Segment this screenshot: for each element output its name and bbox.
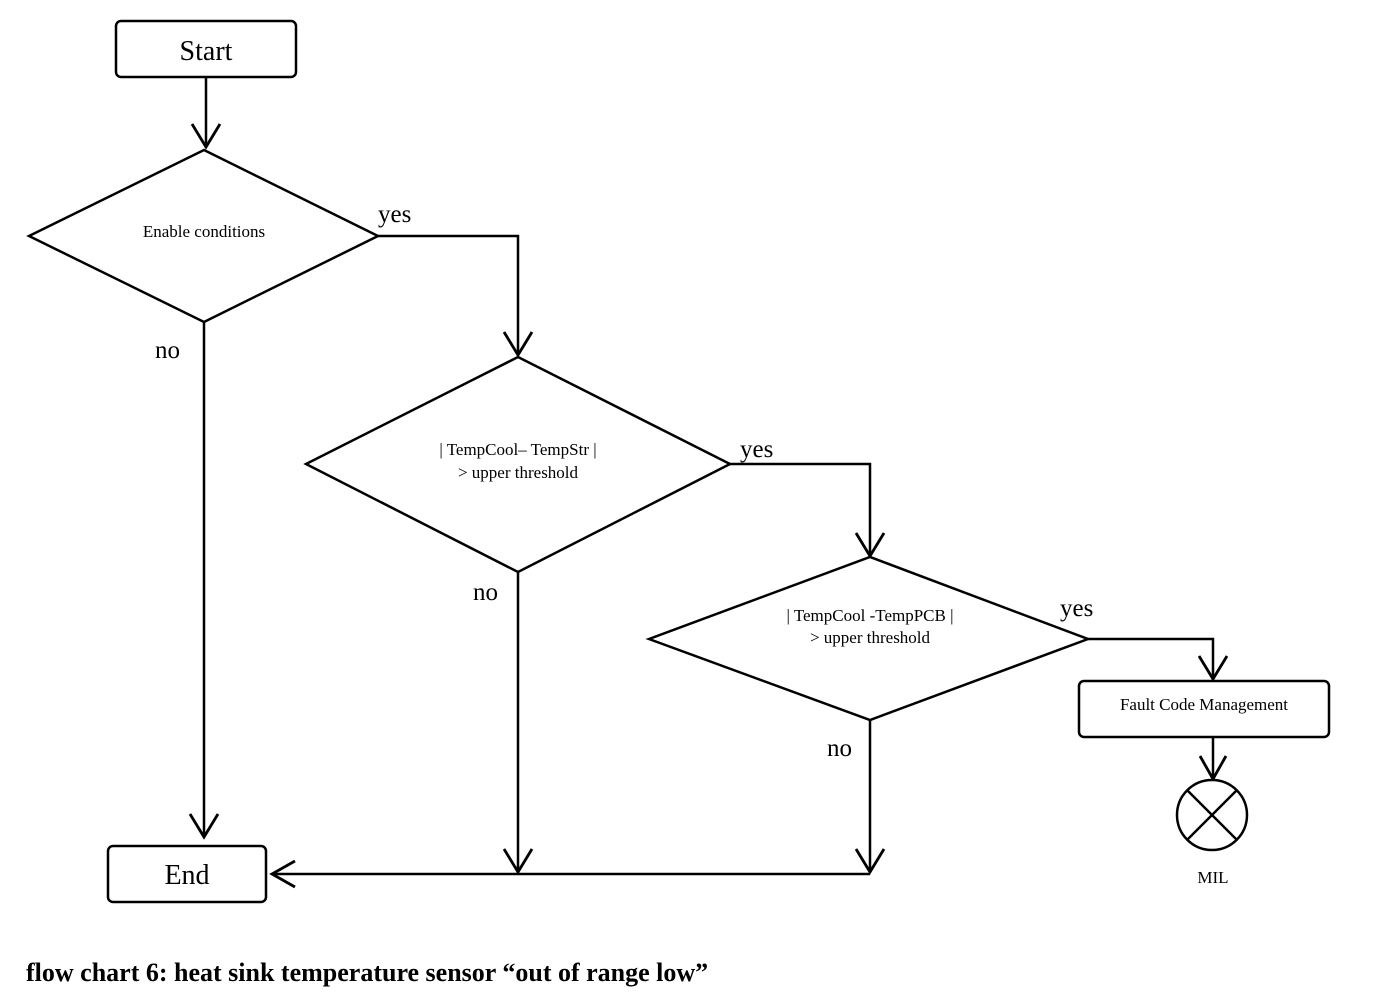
tempstr-label-line2: > upper threshold <box>458 463 579 482</box>
figure-caption: flow chart 6: heat sink temperature sens… <box>26 958 709 987</box>
temppcb-label-line2: > upper threshold <box>810 628 931 647</box>
mil-label: MIL <box>1197 868 1228 887</box>
arrowhead-bottom-to-end <box>269 859 296 889</box>
temppcb-yes-label: yes <box>1060 595 1093 622</box>
temppcb-label-line1: | TempCool -TempPCB | <box>786 606 953 625</box>
tempstr-yes-label: yes <box>740 436 773 463</box>
temppcb-decision: | TempCool -TempPCB | > upper threshold <box>645 555 1092 722</box>
tempstr-label-line1: | TempCool– TempStr | <box>439 440 596 459</box>
tempstr-no-label: no <box>473 579 498 606</box>
enable-conditions-label: Enable conditions <box>143 222 265 241</box>
arrowhead-start-to-enable <box>190 123 222 150</box>
arrowhead-temppcb-no <box>854 848 886 875</box>
arrowhead-temppcb-yes <box>1197 655 1229 682</box>
fault-code-management-label: Fault Code Management <box>1120 695 1288 714</box>
end-label: End <box>164 860 209 891</box>
connector-temppcb-yes <box>1088 637 1215 678</box>
mil-lamp-icon <box>1175 778 1249 852</box>
arrowhead-tempstr-no <box>502 848 534 875</box>
arrowhead-enable-yes <box>502 331 534 358</box>
tempstr-decision: | TempCool– TempStr | > upper threshold <box>303 355 733 574</box>
enable-yes-label: yes <box>378 201 411 228</box>
enable-no-label: no <box>155 337 180 364</box>
connector-tempstr-yes <box>730 462 872 555</box>
start-label: Start <box>180 36 233 67</box>
enable-conditions-decision: Enable conditions <box>26 148 381 324</box>
arrowhead-enable-no <box>188 813 220 840</box>
connector-enable-yes <box>378 234 520 354</box>
start-node: Start <box>114 19 298 79</box>
temppcb-no-label: no <box>827 735 852 762</box>
fault-code-management-node: Fault Code Management <box>1077 679 1331 739</box>
end-node: End <box>106 844 268 904</box>
